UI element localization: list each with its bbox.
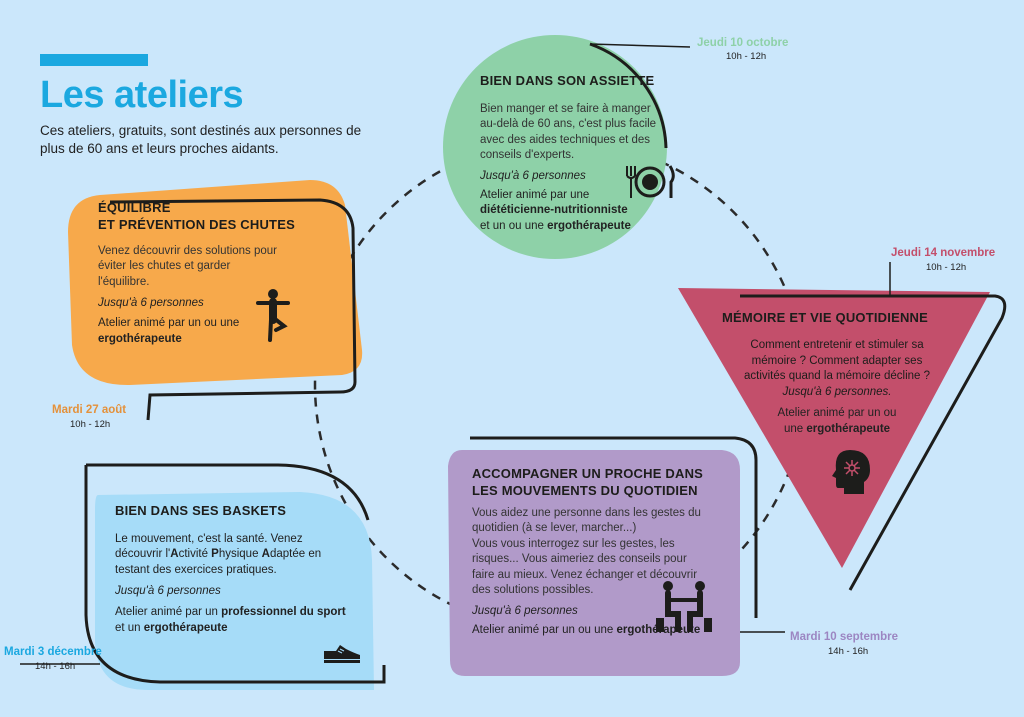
baskets-anim-role1: professionnel du sport bbox=[221, 606, 346, 619]
equilibre-date: Mardi 27 août bbox=[52, 404, 127, 416]
accompagner-title: ACCOMPAGNER UN PROCHE DANS LES MOUVEMENT… bbox=[472, 466, 734, 500]
baskets-ap-activite: ctivité bbox=[178, 548, 212, 561]
baskets-anim-prefix: Atelier animé par un bbox=[115, 606, 218, 619]
memoire-animators: Atelier animé par un ou une ergothérapeu… bbox=[762, 406, 912, 437]
intro-text: Ces ateliers, gratuits, sont destinés au… bbox=[40, 123, 362, 157]
equilibre-text: Venez découvrir des solutions pour évite… bbox=[98, 244, 277, 288]
assiette-animators: Atelier animé par une diététicienne-nutr… bbox=[480, 188, 680, 235]
equilibre-anim-prefix: Atelier animé par un ou une bbox=[98, 317, 240, 330]
baskets-ap-letter-a: A bbox=[170, 548, 179, 561]
baskets-card: BIEN DANS SES BASKETS Le mouvement, c'es… bbox=[115, 503, 351, 636]
equilibre-hours: 10h - 12h bbox=[70, 419, 111, 430]
memoire-date: Jeudi 14 novembre bbox=[891, 247, 996, 259]
memoire-hours: 10h - 12h bbox=[926, 262, 967, 273]
assiette-hours: 10h - 12h bbox=[726, 51, 767, 62]
baskets-hours: 14h - 16h bbox=[35, 661, 76, 672]
title-accent-bar bbox=[40, 54, 148, 66]
balance-person-icon bbox=[256, 288, 290, 342]
memoire-capacity: Jusqu'à 6 personnes. bbox=[782, 385, 892, 398]
accompagner-text1: Vous aidez une personne dans les gestes … bbox=[472, 506, 701, 535]
baskets-date: Mardi 3 décembre bbox=[4, 646, 102, 658]
page-title: Les ateliers bbox=[40, 74, 244, 116]
baskets-capacity: Jusqu'à 6 personnes bbox=[115, 585, 221, 598]
memoire-anim-role: ergothérapeute bbox=[806, 422, 891, 435]
assiette-anim-prefix: Atelier animé par une bbox=[480, 188, 590, 201]
accompagner-card: ACCOMPAGNER UN PROCHE DANS LES MOUVEMENT… bbox=[472, 466, 734, 638]
baskets-text-a: Le mouvement, c'est la santé. Venez déco… bbox=[115, 532, 303, 561]
accompagner-hours: 14h - 16h bbox=[828, 646, 869, 657]
assiette-date: Jeudi 10 octobre bbox=[697, 37, 789, 49]
plate-cutlery-icon bbox=[624, 162, 676, 202]
assiette-capacity: Jusqu'à 6 personnes bbox=[480, 169, 586, 182]
equilibre-title: ÉQUILIBRE ET PRÉVENTION DES CHUTES bbox=[98, 200, 328, 234]
baskets-ap-physique: hysique bbox=[218, 548, 262, 561]
baskets-ap-letter-a2: A bbox=[261, 548, 270, 561]
accompagner-date: Mardi 10 septembre bbox=[790, 631, 899, 643]
baskets-anim-mid: et un bbox=[115, 621, 141, 634]
equilibre-anim-role: ergothérapeute bbox=[98, 332, 182, 345]
memoire-title: MÉMOIRE ET VIE QUOTIDIENNE bbox=[722, 310, 928, 325]
accompagner-capacity: Jusqu'à 6 personnes bbox=[472, 604, 578, 617]
equilibre-animators: Atelier animé par un ou une ergothérapeu… bbox=[98, 316, 328, 347]
baskets-anim-role2: ergothérapeute bbox=[143, 621, 228, 634]
baskets-text-b: en testant des exercices pratiques. bbox=[115, 548, 322, 576]
equilibre-title-line1: ÉQUILIBRE bbox=[98, 200, 171, 215]
equilibre-card: ÉQUILIBRE ET PRÉVENTION DES CHUTES Venez… bbox=[98, 200, 328, 347]
assiette-anim-role2: ergothérapeute bbox=[547, 219, 631, 232]
baskets-text: Le mouvement, c'est la santé. Venez déco… bbox=[115, 532, 327, 579]
memoire-text: Comment entretenir et stimuler sa mémoir… bbox=[732, 338, 942, 400]
assiette-date-line bbox=[589, 43, 691, 48]
memoire-card: Comment entretenir et stimuler sa mémoir… bbox=[732, 338, 942, 437]
accompagner-text2: Vous vous interrogez sur les gestes, les… bbox=[472, 537, 698, 597]
accompagner-anim-prefix: Atelier animé par un ou une bbox=[472, 623, 614, 636]
memoire-text-main: Comment entretenir et stimuler sa mémoir… bbox=[743, 339, 931, 383]
assiette-title: BIEN DANS SON ASSIETTE bbox=[480, 73, 655, 88]
equilibre-capacity: Jusqu'à 6 personnes bbox=[98, 297, 204, 310]
accompagner-title-line1: ACCOMPAGNER UN PROCHE DANS bbox=[472, 466, 704, 481]
assiette-anim-mid: et un ou une bbox=[480, 219, 544, 232]
equilibre-title-line2: ET PRÉVENTION DES CHUTES bbox=[98, 216, 295, 232]
two-people-seated-icon bbox=[654, 580, 714, 632]
brain-head-icon bbox=[830, 448, 872, 496]
memoire-anim-mid: une bbox=[783, 422, 804, 435]
memoire-anim-prefix: Atelier animé par un ou bbox=[777, 407, 897, 420]
baskets-ap-adaptee: daptée bbox=[269, 548, 306, 561]
sneaker-icon bbox=[322, 643, 362, 665]
assiette-anim-role1: diététicienne-nutritionniste bbox=[480, 204, 628, 217]
assiette-text: Bien manger et se faire à manger au-delà… bbox=[480, 102, 657, 162]
baskets-animators: Atelier animé par un professionnel du sp… bbox=[115, 605, 351, 636]
accompagner-title-line2: LES MOUVEMENTS DU QUOTIDIEN bbox=[472, 482, 698, 498]
assiette-card: BIEN DANS SON ASSIETTE Bien manger et se… bbox=[480, 73, 660, 235]
baskets-ap-letter-p: P bbox=[211, 548, 219, 561]
baskets-title: BIEN DANS SES BASKETS bbox=[115, 503, 287, 518]
